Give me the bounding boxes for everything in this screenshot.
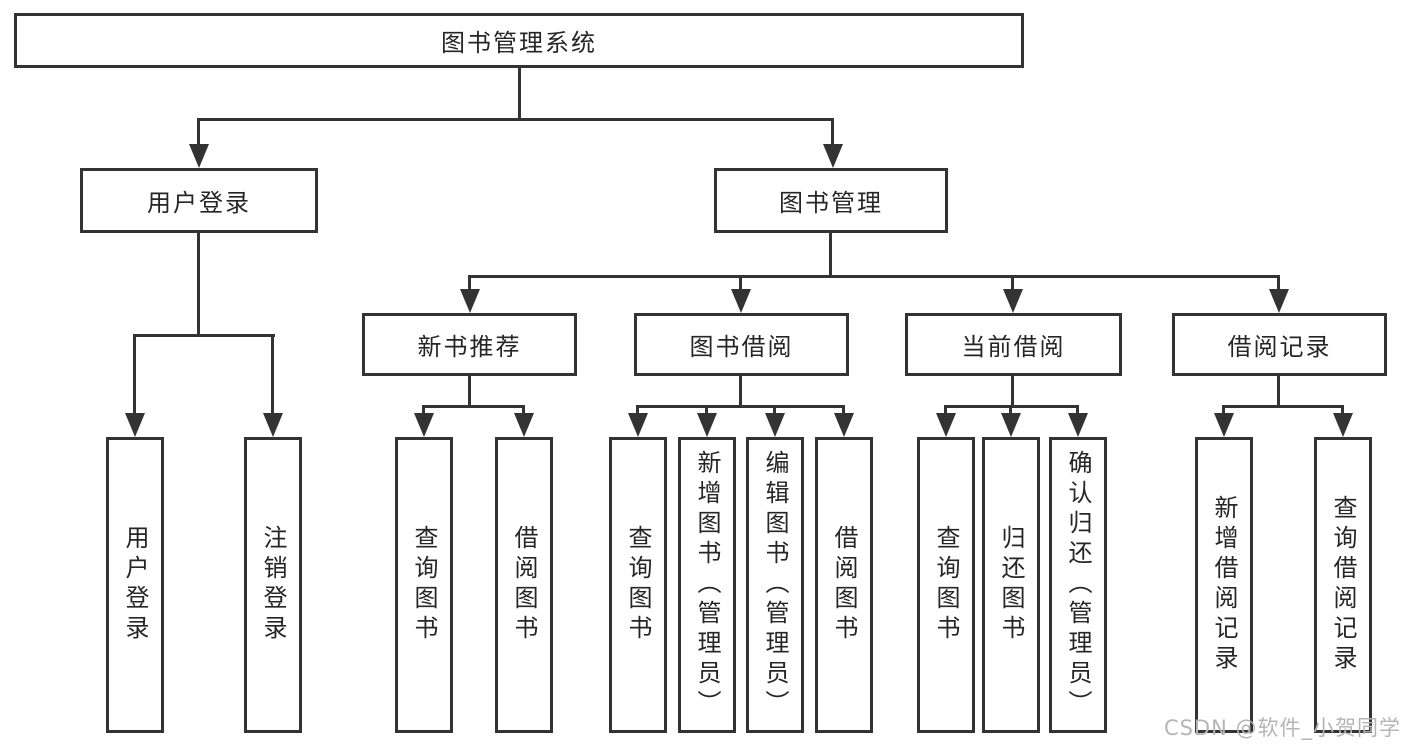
leaf-add-book-admin-label: 新增图书（管理员） [693, 450, 721, 720]
connector-bookmgmt-shaft-line [831, 118, 834, 148]
leaf-confirm-return-admin-label: 确认归还（管理员） [1064, 450, 1092, 720]
leaf-recommend-borrow-books-label: 借阅图书 [510, 525, 538, 645]
arrow-down-icon [414, 413, 434, 437]
connector-leaf-shaft-line [468, 275, 471, 293]
connector-leaf-shaft-line [705, 405, 708, 417]
node-user-login: 用户登录 [80, 168, 318, 233]
connector-leaf-shaft-line [636, 405, 639, 417]
node-book-borrow: 图书借阅 [634, 313, 849, 376]
leaf-current-query-books: 查询图书 [917, 437, 975, 733]
leaf-add-borrow-record-label: 新增借阅记录 [1210, 495, 1238, 675]
arrow-down-icon [765, 413, 785, 437]
arrow-down-icon [1214, 413, 1234, 437]
connector-leaf-shaft-line [1011, 275, 1014, 293]
connector-borrow-branch-line [638, 405, 844, 408]
connector-leaf-shaft-line [1076, 405, 1079, 417]
leaf-edit-book-admin: 编辑图书（管理员） [746, 437, 804, 733]
leaf-recommend-query-books-label: 查询图书 [410, 525, 438, 645]
connector-user-shaft-line [197, 118, 200, 148]
node-current-borrow: 当前借阅 [905, 313, 1122, 376]
watermark: CSDN @软件_小贺同学 [1163, 716, 1401, 740]
leaf-edit-book-admin-label: 编辑图书（管理员） [761, 450, 789, 720]
connector-leaf-shaft-line [1222, 405, 1225, 417]
connector-leaf-shaft-line [133, 334, 136, 416]
leaf-user-login: 用户登录 [106, 437, 164, 733]
arrow-down-icon [1003, 289, 1023, 313]
arrow-down-icon [460, 289, 480, 313]
connector-recommend-branch-line [424, 405, 524, 408]
arrow-down-icon [823, 144, 843, 168]
leaf-return-book: 归还图书 [982, 437, 1040, 733]
arrow-down-icon [1001, 413, 1021, 437]
connector-bookmgmt-drop-line [829, 233, 832, 277]
arrow-down-icon [263, 413, 283, 437]
connector-recommend-drop-line [468, 376, 471, 407]
connector-leaf-shaft-line [1341, 405, 1344, 417]
connector-leaf-shaft-line [944, 405, 947, 417]
connector-leaf-shaft-line [271, 334, 274, 416]
node-book-management-label: 图书管理 [779, 189, 883, 217]
arrow-down-icon [936, 413, 956, 437]
node-new-book-recommend-label: 新书推荐 [417, 333, 522, 361]
leaf-recommend-query-books: 查询图书 [395, 437, 453, 733]
connector-leaf-shaft-line [522, 405, 525, 417]
node-book-borrow-label: 图书借阅 [689, 333, 794, 361]
leaf-logout: 注销登录 [244, 437, 302, 733]
node-borrow-records: 借阅记录 [1172, 313, 1387, 376]
arrow-down-icon [514, 413, 534, 437]
node-new-book-recommend: 新书推荐 [362, 313, 577, 376]
arrow-down-icon [189, 144, 209, 168]
leaf-borrow-query-books: 查询图书 [609, 437, 667, 733]
connector-leaf-shaft-line [1009, 405, 1012, 417]
leaf-user-login-label: 用户登录 [121, 525, 149, 645]
node-borrow-records-label: 借阅记录 [1227, 333, 1332, 361]
arrow-down-icon [697, 413, 717, 437]
leaf-logout-label: 注销登录 [259, 525, 287, 645]
leaf-borrow-books-label: 借阅图书 [830, 525, 858, 645]
connector-level3-branch-line [470, 275, 1280, 278]
connector-records-branch-line [1224, 405, 1343, 408]
node-user-login-label: 用户登录 [147, 189, 251, 217]
arrow-down-icon [1068, 413, 1088, 437]
leaf-confirm-return-admin: 确认归还（管理员） [1049, 437, 1107, 733]
leaf-return-book-label: 归还图书 [997, 525, 1025, 645]
node-current-borrow-label: 当前借阅 [961, 333, 1066, 361]
leaf-current-query-books-label: 查询图书 [932, 525, 960, 645]
connector-current-drop-line [1011, 376, 1014, 407]
connector-root-drop-line [518, 68, 521, 120]
connector-current-branch-line [946, 405, 1078, 408]
node-root: 图书管理系统 [14, 13, 1024, 68]
connector-user-branch-line [135, 334, 275, 337]
leaf-add-book-admin: 新增图书（管理员） [678, 437, 736, 733]
leaf-borrow-query-books-label: 查询图书 [624, 525, 652, 645]
connector-leaf-shaft-line [842, 405, 845, 417]
leaf-add-borrow-record: 新增借阅记录 [1195, 437, 1253, 733]
arrow-down-icon [731, 289, 751, 313]
node-root-label: 图书管理系统 [441, 29, 597, 57]
connector-root-branch-line [199, 118, 833, 121]
arrow-down-icon [1269, 289, 1289, 313]
arrow-down-icon [125, 413, 145, 437]
connector-records-drop-line [1277, 376, 1280, 407]
connector-leaf-shaft-line [1277, 275, 1280, 293]
connector-leaf-shaft-line [773, 405, 776, 417]
arrow-down-icon [834, 413, 854, 437]
leaf-query-borrow-record-label: 查询借阅记录 [1329, 495, 1357, 675]
leaf-query-borrow-record: 查询借阅记录 [1314, 437, 1372, 733]
connector-leaf-shaft-line [739, 275, 742, 293]
node-book-management: 图书管理 [714, 168, 948, 233]
leaf-recommend-borrow-books: 借阅图书 [495, 437, 553, 733]
connector-borrow-drop-line [739, 376, 742, 407]
connector-leaf-shaft-line [422, 405, 425, 417]
connector-user-drop-line [197, 233, 200, 336]
arrow-down-icon [628, 413, 648, 437]
leaf-borrow-books: 借阅图书 [815, 437, 873, 733]
arrow-down-icon [1333, 413, 1353, 437]
